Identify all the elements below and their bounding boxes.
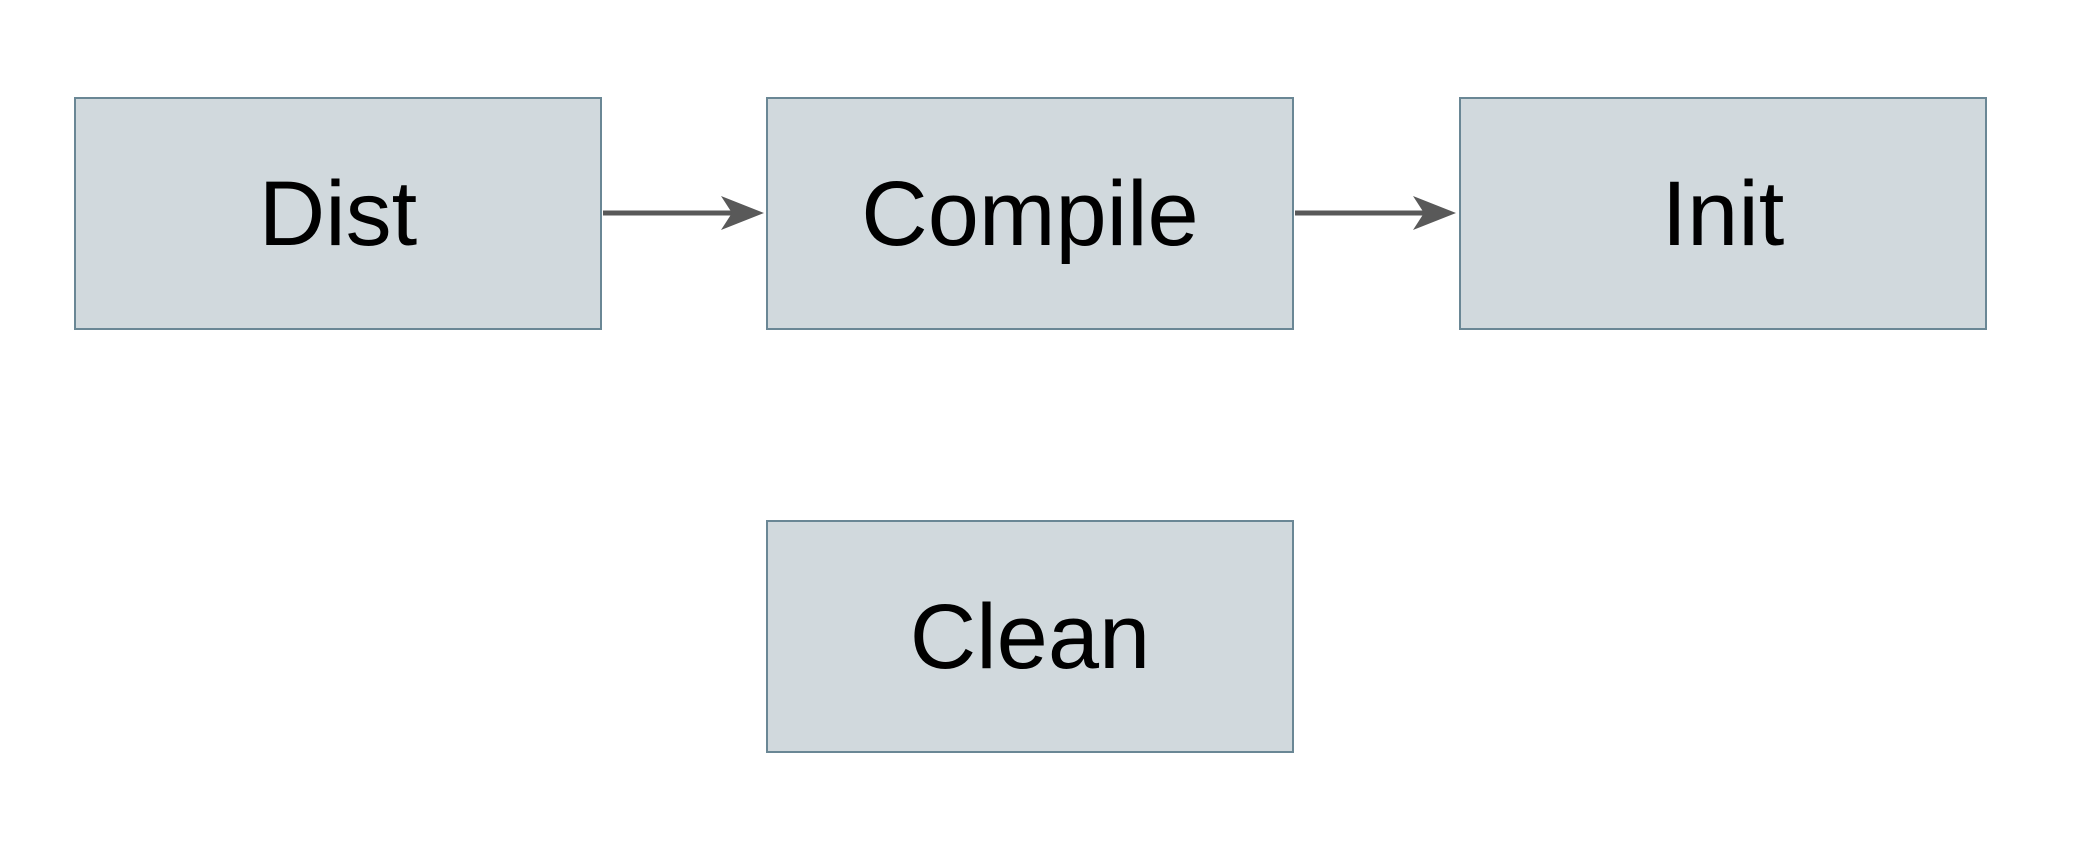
node-compile-label: Compile bbox=[861, 162, 1199, 265]
arrow-head bbox=[721, 196, 764, 230]
node-dist-label: Dist bbox=[258, 162, 418, 265]
node-init: Init bbox=[1459, 97, 1987, 330]
node-compile: Compile bbox=[766, 97, 1294, 330]
node-clean-label: Clean bbox=[909, 585, 1151, 688]
node-dist: Dist bbox=[74, 97, 602, 330]
arrow-dist-to-compile-icon bbox=[603, 196, 764, 230]
node-init-label: Init bbox=[1661, 162, 1785, 265]
node-clean: Clean bbox=[766, 520, 1294, 753]
arrow-head bbox=[1413, 196, 1456, 230]
arrow-compile-to-init-icon bbox=[1295, 196, 1456, 230]
